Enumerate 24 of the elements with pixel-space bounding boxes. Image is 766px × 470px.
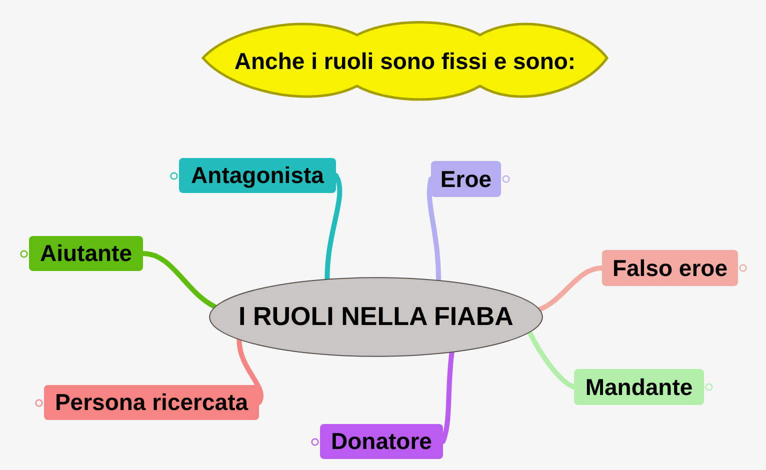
role-label: Falso eroe bbox=[612, 254, 728, 282]
branch-connector bbox=[537, 266, 604, 312]
branch-connector bbox=[426, 176, 442, 282]
banner-text: Anche i ruoli sono fissi e sono: bbox=[234, 48, 576, 74]
role-box bbox=[44, 385, 259, 420]
branch-connector bbox=[527, 330, 576, 390]
role-label: Mandante bbox=[585, 374, 693, 400]
role-box bbox=[29, 236, 143, 271]
role-box bbox=[320, 424, 443, 459]
branch-connector bbox=[440, 350, 454, 444]
role-box bbox=[179, 158, 336, 193]
central-topic-ellipse bbox=[209, 277, 543, 357]
branch-connector bbox=[236, 337, 264, 405]
role-label: Donatore bbox=[331, 428, 432, 455]
role-box bbox=[431, 161, 501, 197]
branch-connector bbox=[140, 251, 218, 310]
role-label: Aiutante bbox=[40, 240, 132, 267]
branch-connector bbox=[324, 173, 342, 282]
role-label: Antagonista bbox=[191, 162, 324, 189]
role-box bbox=[574, 369, 704, 405]
role-label: Persona ricercata bbox=[54, 389, 248, 416]
role-label: Eroe bbox=[440, 166, 492, 192]
role-box bbox=[602, 250, 738, 286]
central-topic-text: I RUOLI NELLA FIABA bbox=[238, 302, 514, 332]
